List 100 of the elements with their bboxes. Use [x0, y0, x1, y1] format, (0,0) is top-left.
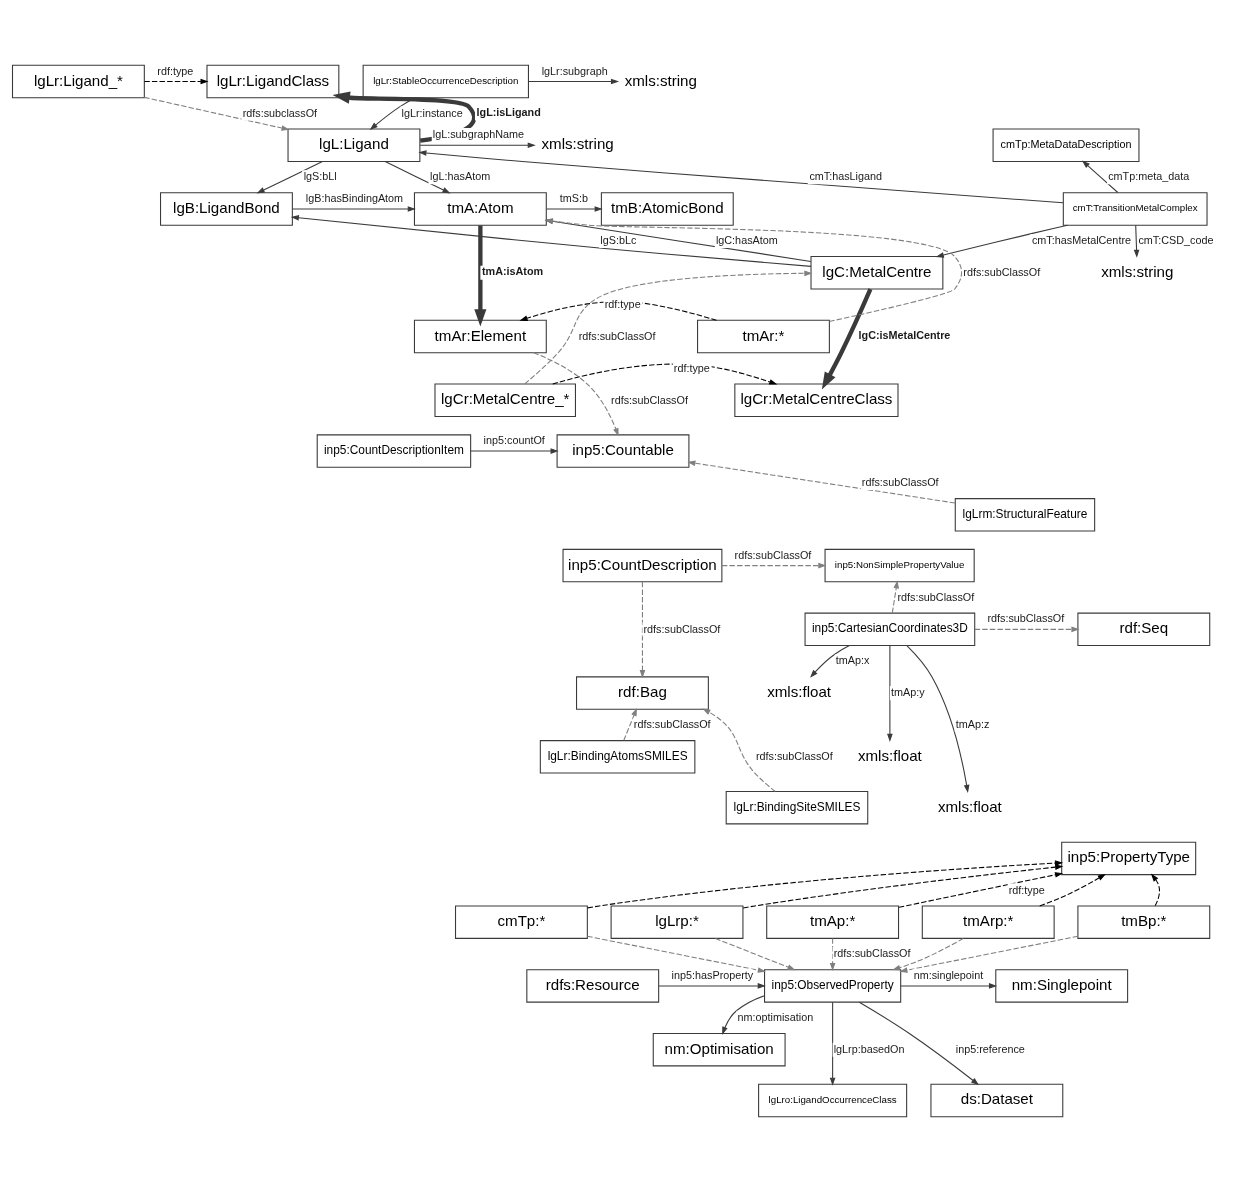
node-box: nm:Singlepoint [995, 968, 1129, 1003]
arrow [714, 937, 796, 970]
edge-label: rdfs:subClassOf [963, 265, 1041, 278]
node-text: xmls:string [624, 71, 697, 89]
arrow [935, 224, 1068, 258]
arrow [702, 708, 776, 792]
edge-label: rdfs:subclassOf [242, 106, 318, 119]
arrow [384, 160, 451, 193]
node-box: rdf:Bag [576, 675, 709, 710]
edge-label: rdfs:subClassOf [987, 611, 1065, 624]
node-box: tmAp:* [766, 904, 900, 939]
edge-label: rdf:type [157, 64, 194, 77]
edge-label: lgS:bLl [303, 169, 337, 182]
node-box: lgL:Ligand [287, 128, 421, 162]
node-text: xmls:string [541, 134, 614, 152]
edge-label: rdfs:subClassOf [897, 590, 975, 603]
edge-label: lgS:bLc [600, 233, 637, 246]
node-box: tmBp:* [1077, 904, 1211, 939]
node-box: lgC:MetalCentre [810, 255, 944, 290]
node-box: lgCr:MetalCentreClass [734, 383, 899, 417]
arrow [906, 644, 970, 793]
node-box: rdfs:Resource [526, 968, 660, 1003]
edge-label: tmA:isAtom [481, 264, 544, 277]
node-box: tmA:Atom [413, 191, 547, 226]
arrow [470, 447, 559, 454]
node-box: inp5:PropertyType [1061, 841, 1197, 875]
edge-label: rdf:type [673, 361, 710, 374]
arrow [722, 994, 765, 1035]
node-box: tmAr:Element [413, 319, 547, 353]
node-box: tmB:AtomicBond [600, 191, 734, 226]
node-box: lgLr:LigandClass [206, 64, 340, 98]
edge-label: lgLr:instance [401, 106, 463, 119]
node-box: lgLrp:* [610, 904, 744, 939]
arrow [291, 205, 416, 212]
edge-label: tmAp:x [835, 653, 870, 666]
edge-label: lgB:hasBindingAtom [305, 191, 404, 204]
arrow [829, 1001, 836, 1086]
node-box: tmAr:* [697, 319, 830, 353]
edge-label: rdfs:subClassOf [611, 393, 688, 406]
arrow [290, 214, 812, 267]
node-box: inp5:CountDescriptionItem [316, 433, 472, 468]
edge-label: lgC:hasAtom [715, 233, 778, 246]
edge-label: lgL:subgraphName [432, 127, 525, 140]
arrow [546, 205, 603, 212]
edge-label: nm:singlepoint [913, 968, 984, 981]
node-box: cmTp:* [454, 904, 588, 939]
node-box: inp5:CountDescription [562, 548, 723, 582]
arrow [974, 626, 1080, 632]
arrow [474, 225, 487, 326]
arrow [623, 707, 637, 741]
edge-label: rdf:type [604, 297, 641, 310]
arrow [898, 871, 1064, 908]
arrow [891, 579, 899, 613]
edge-label: rdfs:subClassOf [578, 329, 656, 342]
arrow [658, 982, 766, 989]
edge-label: rdfs:subClassOf [633, 717, 711, 730]
edge-label: tmAp:y [890, 685, 925, 698]
node-box: cmT:TransitionMetalComplex [1062, 191, 1208, 226]
arrow [528, 78, 620, 84]
edge-label: lgL:hasAtom [430, 169, 491, 182]
node-box: lgLr:Ligand_* [11, 64, 145, 98]
node-text: xmls:float [857, 746, 922, 764]
edge-label: tmS:b [559, 191, 588, 204]
arrow [587, 859, 1064, 908]
node-box: lgLr:StableOccurrenceDescription [362, 64, 529, 98]
node-box: ds:Dataset [930, 1083, 1064, 1117]
arrow [899, 935, 1079, 973]
node-text: xmls:float [767, 682, 832, 700]
node-box: lgLr:BindingAtomsSMILES [539, 739, 696, 774]
arrow [742, 863, 1064, 908]
node-box: nm:Optimisation [652, 1032, 786, 1066]
arrow [144, 78, 209, 84]
edge-label: rdfs:subClassOf [734, 548, 812, 561]
node-box: lgLrm:StructuralFeature [954, 497, 1096, 532]
node-box: cmTp:MetaDataDescription [992, 128, 1140, 162]
edge-label: inp5:countOf [483, 433, 545, 446]
node-text: xmls:string [1101, 262, 1174, 280]
edge-label: cmTp:meta_data [1108, 169, 1190, 182]
node-box: rdf:Seq [1077, 612, 1211, 646]
arrow [1133, 224, 1140, 258]
node-box: inp5:CartesianCoordinates3D [804, 612, 976, 646]
arrow [1150, 873, 1161, 906]
arrow [256, 160, 323, 193]
arrow [533, 351, 619, 436]
edge-label: rdfs:subClassOf [861, 475, 939, 488]
arrow [143, 96, 290, 131]
edge-label: lgL:isLigand [476, 105, 541, 118]
node-box: lgB:LigandBond [160, 191, 293, 226]
arrow [1039, 873, 1106, 906]
arrow [687, 459, 956, 504]
arrow [1081, 160, 1119, 193]
edge-label: nm:optimisation [737, 1010, 814, 1023]
arrow [810, 644, 850, 678]
arrow [821, 287, 873, 390]
edge-label: rdfs:subClassOf [833, 946, 911, 959]
arrow [639, 581, 646, 678]
node-text: xmls:float [937, 797, 1002, 815]
node-box: inp5:Countable [556, 433, 690, 468]
edge-label: rdf:type [1008, 883, 1045, 896]
arrow [892, 937, 964, 970]
